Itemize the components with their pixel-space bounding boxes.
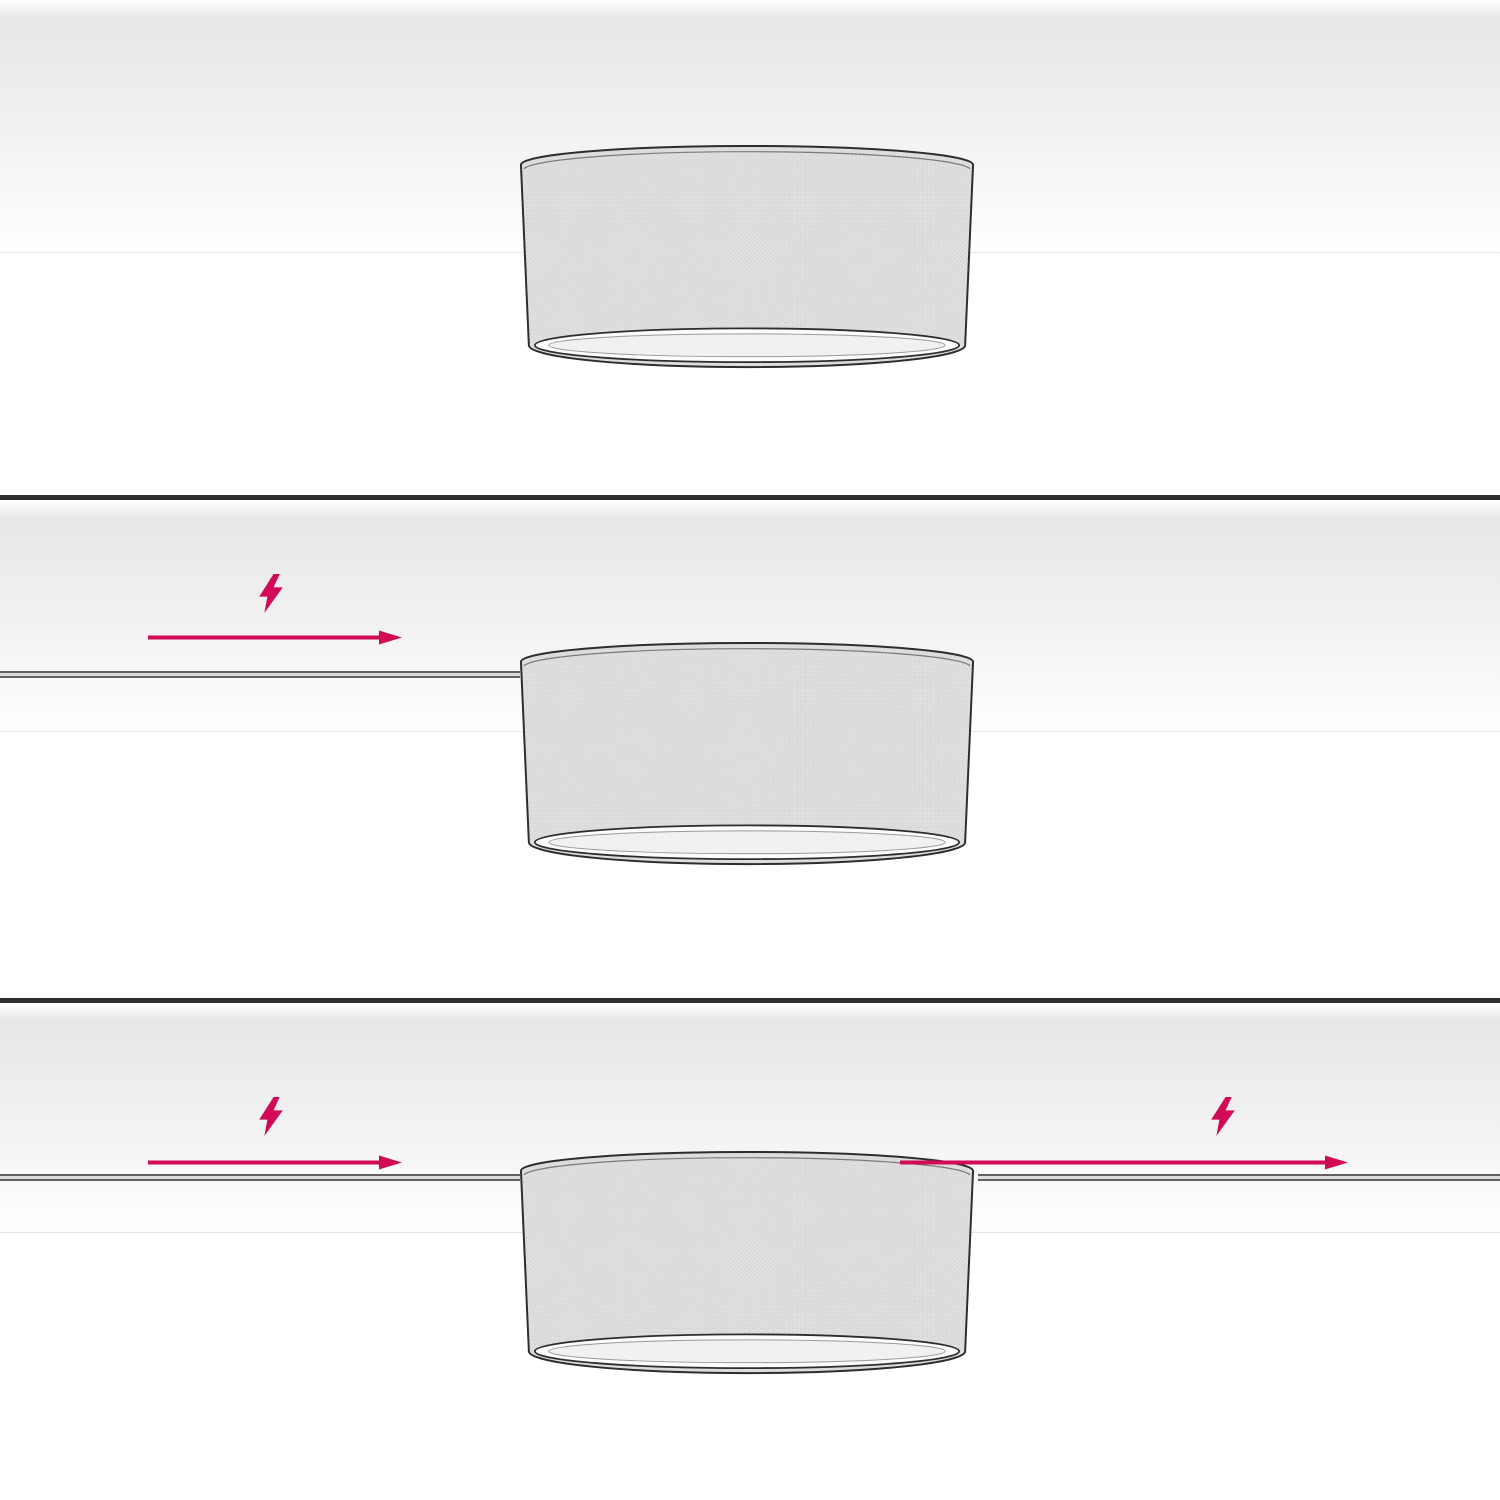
power-cable-left [0,1174,520,1181]
power-cable-left [0,671,520,678]
arrow-head [379,630,402,645]
lightning-bolt-shape [1211,1097,1235,1136]
panel-power-feed-left [0,500,1500,998]
arrow-head [379,1155,402,1170]
panel-lamp-mounted [0,0,1500,495]
current-flow-arrow-left [148,1155,402,1170]
lightning-bolt-icon [259,1097,283,1136]
panel-divider [0,495,1500,500]
power-cable-right [978,1174,1500,1181]
lightning-bolt-icon [1211,1097,1235,1136]
drum-lamp [514,632,980,880]
current-flow-arrow-left [148,630,402,645]
drum-lamp [514,135,980,383]
panel-power-pass-through [0,1003,1500,1500]
current-flow-arrow-right [900,1155,1348,1170]
panel-divider [0,998,1500,1003]
lightning-bolt-shape [259,1097,283,1136]
lightning-bolt-shape [259,574,283,613]
drum-lamp [514,1141,980,1389]
lightning-bolt-icon [259,574,283,613]
arrow-head [1325,1155,1348,1170]
